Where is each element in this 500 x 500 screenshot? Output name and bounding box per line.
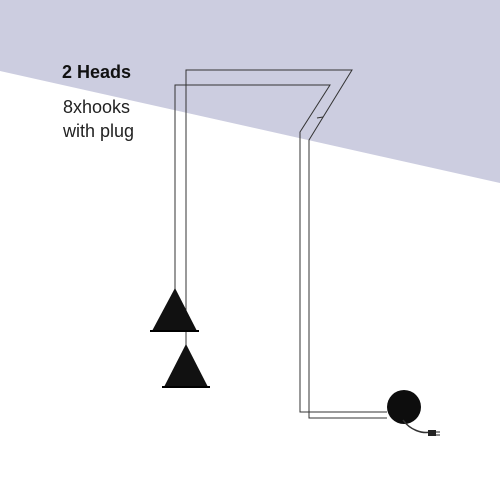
cone-pendant-lamp-icon [150, 288, 199, 332]
cone-pendant-lamp-icon [162, 344, 210, 388]
cord-connector [316, 116, 324, 119]
ceiling-plane [0, 0, 500, 183]
diagram-title: 2 Heads [62, 62, 132, 82]
subtitle-line: with plug [63, 121, 135, 141]
subtitle-line: 8xhooks [63, 97, 131, 117]
cord-outer [185, 69, 387, 419]
wall-plug-icon [387, 390, 440, 436]
cord-inner [174, 84, 387, 413]
diagram-subtitle: 8xhooks with plug [63, 95, 183, 143]
